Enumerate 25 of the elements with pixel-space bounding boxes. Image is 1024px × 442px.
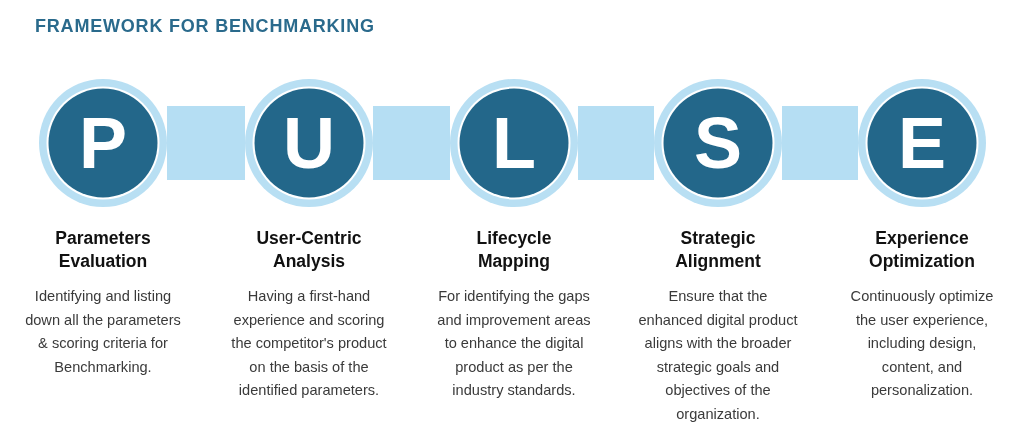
- step-heading: Strategic Alignment: [674, 227, 762, 273]
- letter-circle: [857, 78, 987, 208]
- step-description: Ensure that the enhanced digital product aligns with the broader strategic goals and objectives of the organization.: [638, 287, 798, 424]
- step-heading: Lifecycle Mapping: [475, 227, 553, 273]
- connector-band: [578, 106, 654, 180]
- step-description: Continuously optimize the user experience, including design, content, and personalization.: [849, 287, 995, 401]
- step-description: Having a first-hand experience and scoring the competitor's product on the basis of the identified parameters.: [230, 287, 388, 401]
- step-letter: P: [79, 107, 127, 179]
- step-letter: U: [283, 107, 335, 179]
- connector-band: [167, 106, 245, 180]
- step-description: For identifying the gaps and improvement areas to enhance the digital product as per the industry standards.: [436, 287, 592, 401]
- step-letter: S: [694, 107, 742, 179]
- step-description: Identifying and listing down all the parameters & scoring criteria for Benchmarking.: [24, 287, 182, 377]
- letter-circle: [38, 78, 168, 208]
- connector-band: [373, 106, 450, 180]
- step-heading: Parameters Evaluation: [54, 227, 152, 273]
- step-heading: Experience Optimization: [868, 227, 976, 273]
- connector-band: [782, 106, 858, 180]
- letter-circle: [244, 78, 374, 208]
- step-heading: User-Centric Analysis: [255, 227, 363, 273]
- diagram-title: FRAMEWORK FOR BENCHMARKING: [35, 15, 375, 38]
- letter-circle: [449, 78, 579, 208]
- letter-circle: [653, 78, 783, 208]
- step-letter: L: [492, 107, 536, 179]
- step-letter: E: [898, 107, 946, 179]
